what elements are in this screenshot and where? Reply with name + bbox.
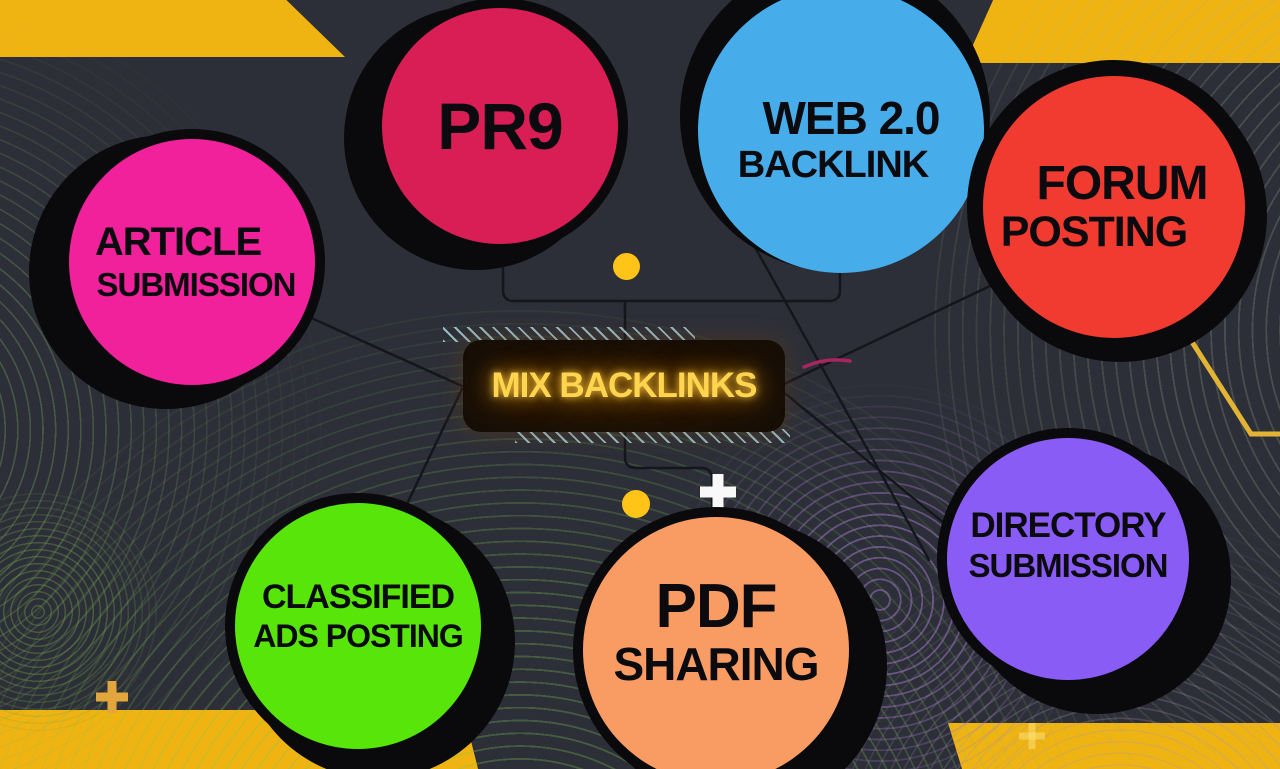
yellow-dot-bottom (622, 490, 650, 518)
node-label-line: BACKLINK (737, 143, 929, 186)
plus-icon-yellow-right (1019, 723, 1045, 749)
node-pr9: PR9 (372, 0, 628, 254)
yellow-dot-top (613, 253, 640, 280)
node-label-line: PR9 (437, 88, 563, 163)
node-label-line: ARTICLE (94, 220, 262, 265)
connector-article-diagonal (296, 310, 464, 388)
node-label-line: SUBMISSION (968, 546, 1168, 584)
node-forum-posting: FORUM POSTING (967, 60, 1261, 354)
hatch-marks-top (443, 327, 695, 342)
hatch-marks-bottom (515, 429, 790, 443)
node-label-line: WEB 2.0 (762, 92, 940, 145)
plus-icon-yellow-left (96, 681, 128, 713)
hexagon-outline-right (1157, 289, 1280, 437)
node-label-line: ADS POSTING (253, 617, 463, 654)
node-article-submission: ARTICLE SUBMISSION (59, 129, 325, 395)
node-classified-ads-posting: CLASSIFIED ADS POSTING (225, 493, 491, 759)
node-label-line: POSTING (1000, 208, 1189, 257)
node-label-line: PDF (655, 571, 778, 641)
node-label-line: SUBMISSION (96, 266, 296, 304)
yellow-corner-top-right (964, 0, 1280, 63)
node-label-line: DIRECTORY (970, 505, 1166, 545)
node-web-20-backlink: WEB 2.0 BACKLINK (698, 0, 984, 273)
yellow-corner-top-left (0, 0, 345, 57)
node-label-line: CLASSIFIED (261, 577, 455, 616)
connector-top-bus (501, 243, 842, 303)
node-directory-submission: DIRECTORY SUBMISSION (937, 428, 1199, 690)
node-label-line: SHARING (613, 637, 819, 690)
plus-icon-white (700, 474, 736, 510)
node-label-line: FORUM (1036, 156, 1209, 210)
connector-directory-diagonal (780, 389, 952, 530)
center-banner: MIX BACKLINKS (463, 340, 785, 432)
center-banner-label: MIX BACKLINKS (491, 366, 757, 405)
magenta-dash (802, 358, 852, 369)
